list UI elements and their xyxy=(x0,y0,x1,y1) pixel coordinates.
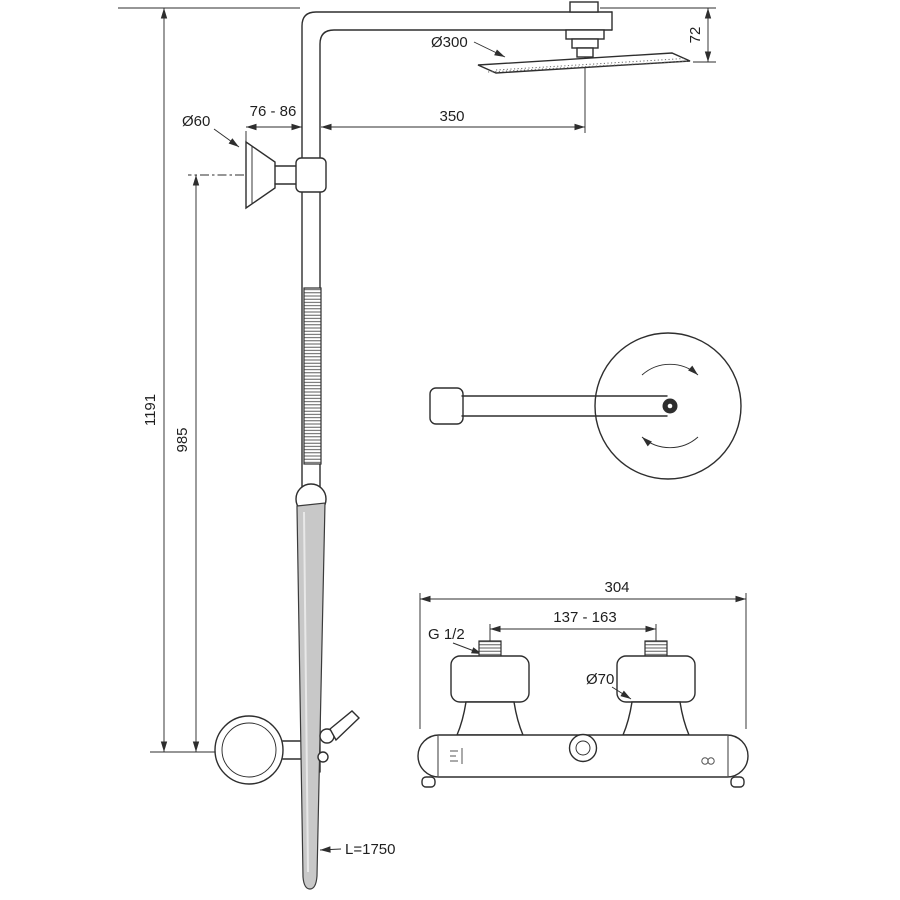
riser-pipe-outline xyxy=(301,11,613,773)
inlet-thread-right xyxy=(644,640,668,657)
head-connector-stem xyxy=(576,47,594,58)
leader-line-handle-diameter xyxy=(611,686,632,700)
mixer-escutcheon-inner xyxy=(221,722,277,778)
valve-cap-left xyxy=(450,655,530,703)
dimension-label-hose-length: L=1750 xyxy=(345,841,395,858)
dimension-label-wall-distance: 76 - 86 xyxy=(250,103,297,120)
valve-cap-right xyxy=(616,655,696,703)
wand-highlight xyxy=(303,511,309,873)
rotation-arrow-top xyxy=(641,363,699,376)
dimension-label-inlet-thread: G 1/2 xyxy=(428,626,465,643)
diverter-rosette xyxy=(568,733,598,763)
wall-bracket-clamp xyxy=(295,157,327,193)
leader-line-hose-length xyxy=(319,846,342,853)
leader-line-inlet-thread xyxy=(452,642,483,655)
head-connector-nut xyxy=(569,1,599,13)
valve-stem-left xyxy=(455,701,525,736)
dimension-label-overall-height: 1191 xyxy=(142,394,159,426)
dimension-label-mixer-width: 304 xyxy=(604,579,629,596)
inlet-thread-left xyxy=(478,640,502,657)
leader-line-bracket-diameter xyxy=(213,128,240,148)
dimension-label-bracket-diameter: Ø60 xyxy=(182,113,210,130)
dimension-label-inlet-spacing: 137 - 163 xyxy=(553,609,616,626)
mixer-handle-lever xyxy=(329,710,361,742)
diverter-rosette-inner xyxy=(575,740,591,756)
mixer-front-view: 304 137 - 163 G 1/2 Ø70 xyxy=(417,579,749,788)
head-connector-flange xyxy=(565,29,605,40)
dimension-label-head-diameter: Ø300 xyxy=(431,34,468,51)
leader-line-head-diameter xyxy=(473,41,506,58)
mixer-escutcheon-side xyxy=(214,715,284,785)
riser-pipe-outline xyxy=(319,29,613,773)
dimension-label-head-drop: 72 xyxy=(687,27,704,44)
hand-shower-hose xyxy=(303,287,322,465)
hand-shower-wand xyxy=(296,502,326,890)
dimension-label-arm-projection: 350 xyxy=(439,108,464,125)
mixer-foot-left xyxy=(421,776,436,788)
shower-head-nozzle-texture xyxy=(487,60,689,73)
rotation-arrow-bottom xyxy=(641,436,699,449)
valve-stem-right xyxy=(621,701,691,736)
detail-view-circle xyxy=(594,332,742,480)
swivel-arm-connector xyxy=(429,387,464,425)
swivel-pivot-center xyxy=(667,403,673,409)
rain-shower-head xyxy=(477,52,691,74)
dimensions-main-column: 1191 985 76 - 86 350 72 Ø300 Ø60 xyxy=(118,7,716,753)
mixer-foot-right xyxy=(730,776,745,788)
temperature-scale-icon xyxy=(450,748,463,764)
head-connector-body xyxy=(571,38,599,49)
mixer-handle-knob xyxy=(317,751,329,763)
dimension-label-riser-height: 985 xyxy=(174,427,191,452)
shower-head-nozzle-texture xyxy=(495,58,685,71)
brand-logo-icon xyxy=(701,757,715,765)
dimension-label-handle-diameter: Ø70 xyxy=(586,671,614,688)
wall-bracket-cone xyxy=(245,140,276,210)
swivel-arm-detail xyxy=(429,332,742,480)
shower-column: L=1750 xyxy=(214,1,691,890)
